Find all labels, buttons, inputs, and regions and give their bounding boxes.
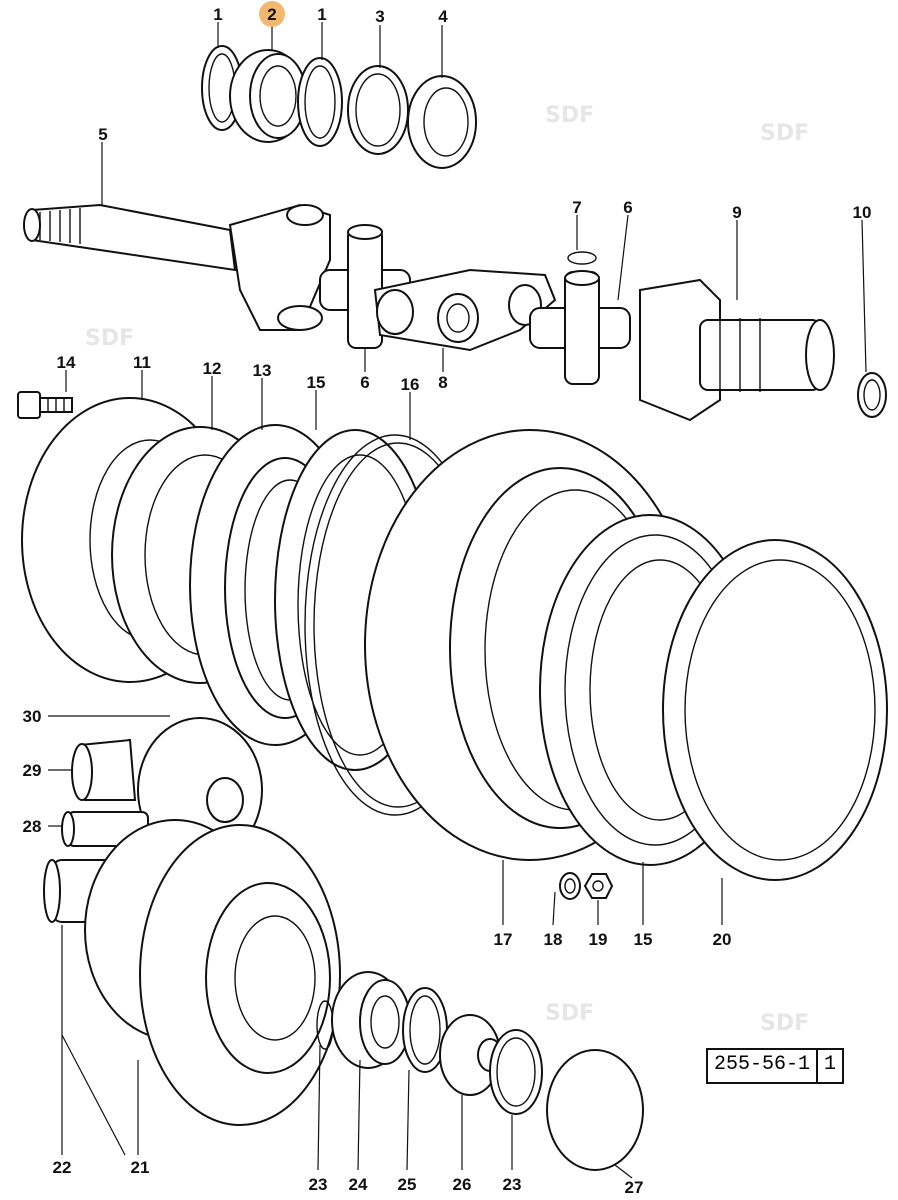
seal-ring-4 [407, 75, 477, 169]
part-label[interactable]: 9 [732, 203, 741, 222]
watermark: SDF [545, 1001, 594, 1026]
circlip-7 [567, 251, 597, 265]
leader-lines [48, 22, 867, 1179]
part-label[interactable]: 6 [623, 198, 632, 217]
part-label[interactable]: 27 [625, 1178, 644, 1197]
watermark: SDF [545, 103, 594, 128]
nut-19 [583, 873, 614, 899]
highlight-marker [259, 1, 285, 27]
watermark: SDF [760, 121, 809, 146]
cover-27 [546, 1049, 644, 1171]
part-label-highlighted[interactable]: 2 [267, 5, 276, 24]
diagram-reference-box: 255-56-1 1 [706, 1048, 845, 1084]
part-label[interactable]: 25 [398, 1175, 417, 1194]
part-label[interactable]: 7 [572, 198, 581, 217]
needle-bearing-29 [71, 738, 137, 801]
circlip-10 [857, 372, 887, 418]
bolt-14 [17, 391, 73, 419]
part-label[interactable]: 16 [401, 375, 420, 394]
part-label[interactable]: 22 [53, 1158, 72, 1177]
part-label[interactable]: 8 [438, 373, 447, 392]
diagram-sheet-number: 1 [816, 1050, 842, 1082]
watermark: SDF [760, 1011, 809, 1036]
bearing-2 [229, 49, 307, 143]
split-ring-3 [347, 65, 409, 155]
axle-shaft-5 [23, 203, 237, 272]
part-label[interactable]: 10 [853, 203, 872, 222]
part-label[interactable]: 3 [375, 7, 384, 26]
part-label[interactable]: 1 [317, 5, 326, 24]
part-label[interactable]: 11 [133, 353, 151, 372]
part-label[interactable]: 30 [23, 707, 42, 726]
part-label[interactable]: 14 [57, 353, 76, 372]
watermark: SDF [85, 326, 134, 351]
part-label[interactable]: 23 [503, 1175, 522, 1194]
part-label[interactable]: 26 [453, 1175, 472, 1194]
part-label[interactable]: 17 [494, 930, 513, 949]
part-label[interactable]: 6 [360, 373, 369, 392]
circlip-23b [489, 1029, 543, 1115]
planet-carrier-21 [84, 819, 341, 1126]
part-label[interactable]: 15 [634, 930, 653, 949]
part-label[interactable]: 12 [203, 359, 222, 378]
part-label[interactable]: 15 [307, 373, 326, 392]
part-label[interactable]: 5 [98, 125, 107, 144]
part-label[interactable]: 23 [309, 1175, 328, 1194]
seal-ring-20 [662, 539, 888, 881]
part-label[interactable]: 19 [589, 930, 608, 949]
snap-ring-1b [297, 57, 343, 147]
part-label[interactable]: 21 [131, 1158, 150, 1177]
spider-cross-6b [529, 270, 631, 385]
washer-18 [559, 872, 581, 900]
part-label[interactable]: 18 [544, 930, 563, 949]
part-label[interactable]: 29 [23, 761, 42, 780]
part-label[interactable]: 28 [23, 817, 42, 836]
diagram-reference-code: 255-56-1 [714, 1053, 811, 1076]
part-labels: 1 2 1 3 4 5 7 6 9 10 6 8 14 11 12 13 15 … [23, 1, 872, 1197]
yoke-5 [228, 203, 331, 331]
part-label[interactable]: 4 [438, 7, 448, 26]
part-label[interactable]: 1 [213, 5, 222, 24]
part-label[interactable]: 20 [713, 930, 732, 949]
part-label[interactable]: 24 [349, 1175, 368, 1194]
part-label[interactable]: 13 [253, 361, 272, 380]
yoke-shaft-9 [639, 278, 835, 422]
bearing-24 [331, 971, 411, 1069]
